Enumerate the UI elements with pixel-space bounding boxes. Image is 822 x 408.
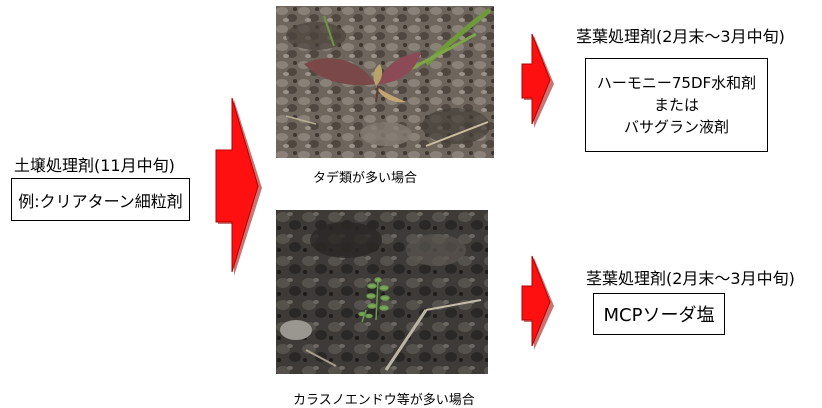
soil-treatment-example: 例:クリアターン細粒剤 <box>18 191 183 211</box>
top-weed-photo <box>276 6 494 158</box>
soil-treatment-example-box: 例:クリアターン細粒剤 <box>11 178 190 221</box>
foliar-top-product-box: ハーモニー75DF水和剤 または バサグラン液剤 <box>585 58 768 152</box>
bottom-weed-photo <box>276 210 488 374</box>
main-arrow <box>214 96 262 276</box>
foliar-bottom-product: MCPソーダ塩 <box>603 305 715 326</box>
top-photo-caption: タデ類が多い場合 <box>313 171 418 186</box>
foliar-top-product-2: バサグラン液剤 <box>623 118 729 136</box>
foliar-top-product-1: ハーモニー75DF水和剤 <box>596 74 757 92</box>
foliar-bottom-product-box: MCPソーダ塩 <box>593 293 725 335</box>
foliar-top-or: または <box>653 96 699 114</box>
bottom-photo-caption: カラスノエンドウ等が多い場合 <box>293 393 475 408</box>
bottom-right-arrow <box>520 254 554 350</box>
soil-treatment-title: 土壌処理剤(11月中旬) <box>14 156 175 175</box>
top-right-arrow <box>520 32 554 128</box>
foliar-bottom-title: 茎葉処理剤(2月末〜3月中旬) <box>586 269 795 288</box>
foliar-top-title: 茎葉処理剤(2月末〜3月中旬) <box>576 27 785 46</box>
